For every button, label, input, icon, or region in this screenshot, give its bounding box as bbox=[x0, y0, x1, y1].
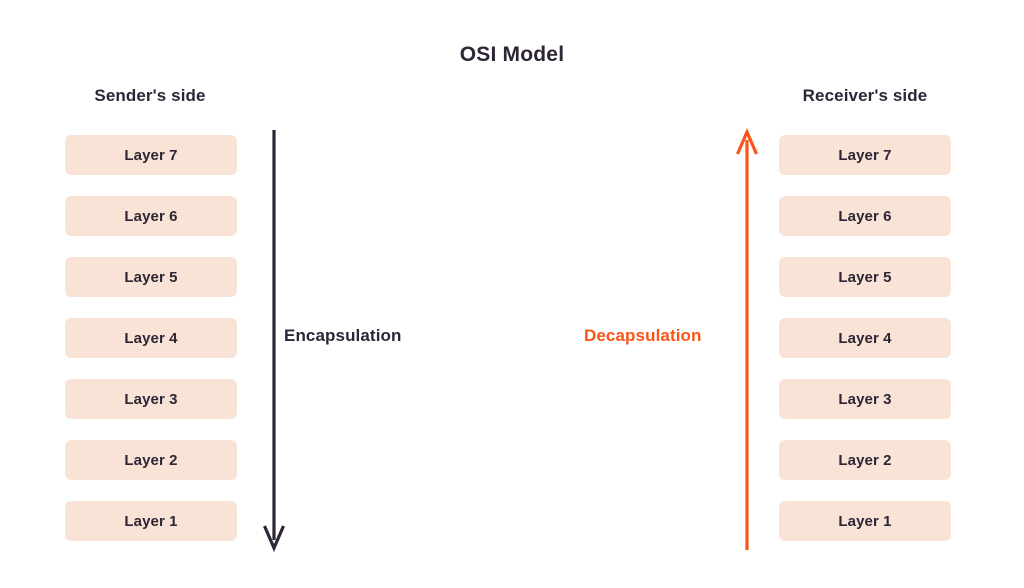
receiver-layer-stack: Layer 7 Layer 6 Layer 5 Layer 4 Layer 3 … bbox=[779, 135, 951, 541]
decapsulation-label: Decapsulation bbox=[584, 326, 702, 345]
receiver-layer-1[interactable]: Layer 1 bbox=[779, 501, 951, 541]
encapsulation-down-arrow-icon bbox=[263, 130, 285, 552]
receiver-layer-6[interactable]: Layer 6 bbox=[779, 196, 951, 236]
encapsulation-label: Encapsulation bbox=[284, 326, 402, 345]
receiver-layer-7[interactable]: Layer 7 bbox=[779, 135, 951, 175]
receiver-layer-2[interactable]: Layer 2 bbox=[779, 440, 951, 480]
sender-layer-7[interactable]: Layer 7 bbox=[65, 135, 237, 175]
sender-layer-stack: Layer 7 Layer 6 Layer 5 Layer 4 Layer 3 … bbox=[65, 135, 237, 541]
sender-layer-6[interactable]: Layer 6 bbox=[65, 196, 237, 236]
sender-layer-3[interactable]: Layer 3 bbox=[65, 379, 237, 419]
receiver-layer-5[interactable]: Layer 5 bbox=[779, 257, 951, 297]
page-title: OSI Model bbox=[459, 43, 565, 66]
sender-layer-1[interactable]: Layer 1 bbox=[65, 501, 237, 541]
receiver-side-heading: Receiver's side bbox=[802, 86, 928, 105]
receiver-layer-3[interactable]: Layer 3 bbox=[779, 379, 951, 419]
sender-layer-5[interactable]: Layer 5 bbox=[65, 257, 237, 297]
sender-layer-2[interactable]: Layer 2 bbox=[65, 440, 237, 480]
sender-layer-4[interactable]: Layer 4 bbox=[65, 318, 237, 358]
sender-side-heading: Sender's side bbox=[94, 86, 206, 105]
decapsulation-up-arrow-icon bbox=[736, 128, 758, 550]
receiver-layer-4[interactable]: Layer 4 bbox=[779, 318, 951, 358]
